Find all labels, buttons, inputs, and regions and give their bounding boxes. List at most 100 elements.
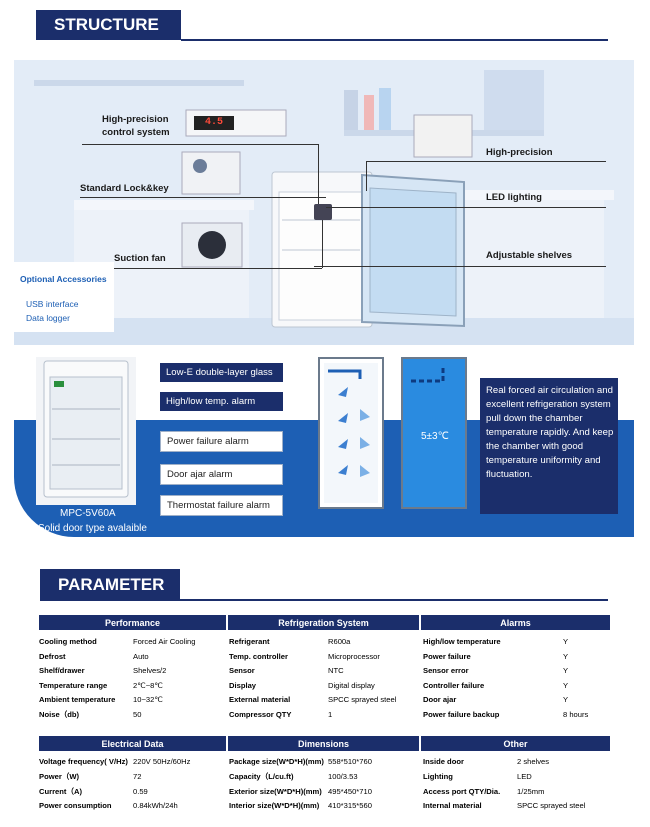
param-key: Temperature range bbox=[39, 680, 108, 690]
callout-line-high-precision bbox=[366, 161, 606, 162]
param-value: 220V 50Hz/60Hz bbox=[133, 756, 191, 766]
header-refrigeration: Refrigeration System bbox=[228, 615, 419, 630]
param-value: 410*315*560 bbox=[328, 800, 372, 810]
structure-title: STRUCTURE bbox=[54, 15, 159, 34]
airflow-arrows-icon bbox=[324, 363, 378, 503]
param-value: Auto bbox=[133, 651, 149, 661]
param-value: Y bbox=[563, 651, 569, 661]
parameter-underline bbox=[180, 599, 608, 601]
optional-logger: Data logger bbox=[26, 313, 70, 323]
param-value: Shelves/2 bbox=[133, 665, 167, 675]
temperature-label: 5±3℃ bbox=[421, 431, 449, 442]
param-key: Sensor error bbox=[423, 665, 469, 675]
table-row: Controller failure Y bbox=[423, 678, 568, 692]
callout-vline-high-precision bbox=[366, 161, 367, 191]
optional-accessories-title: Optional Accessories bbox=[20, 274, 107, 284]
structure-illustration: 4.5 High-precision control system Standa… bbox=[14, 60, 634, 345]
param-value: NTC bbox=[328, 665, 344, 675]
callout-control-system: High-precision control system bbox=[102, 114, 170, 138]
param-value: Y bbox=[563, 636, 569, 646]
param-key: High/low temperature bbox=[423, 636, 501, 646]
param-key: Ambient temperature bbox=[39, 694, 116, 704]
header-dimensions: Dimensions bbox=[228, 736, 419, 751]
param-value: 495*450*710 bbox=[328, 786, 372, 796]
param-key: Defrost bbox=[39, 651, 66, 661]
feature-temp-alarm: High/low temp. alarm bbox=[160, 392, 283, 411]
model-label: MPC-5V60A bbox=[60, 508, 116, 519]
callout-vline-fan bbox=[322, 220, 323, 268]
param-value: Forced Air Cooling bbox=[133, 636, 196, 646]
description-box: Real forced air circulation and excellen… bbox=[480, 378, 618, 514]
table-row: Power failure backup 8 hours bbox=[423, 707, 588, 721]
callout-line-shelves bbox=[314, 266, 606, 267]
airflow-diagram bbox=[318, 357, 384, 509]
table-row: Interior size(W*D*H)(mm) 410*315*560 bbox=[229, 798, 372, 812]
callout-shelves: Adjustable shelves bbox=[486, 250, 573, 261]
param-value: 2 shelves bbox=[517, 756, 550, 766]
param-value: Y bbox=[563, 665, 569, 675]
structure-title-box: STRUCTURE bbox=[36, 10, 181, 40]
param-key: Package size(W*D*H)(mm) bbox=[229, 756, 324, 766]
param-value: 558*510*760 bbox=[328, 756, 372, 766]
param-key: Refrigerant bbox=[229, 636, 270, 646]
param-key: Access port QTY/Dia. bbox=[423, 786, 501, 796]
table-row: Package size(W*D*H)(mm) 558*510*760 bbox=[229, 754, 372, 768]
param-value: 2℃~8℃ bbox=[133, 680, 163, 690]
param-value: Y bbox=[563, 694, 569, 704]
param-key: Noise（db) bbox=[39, 709, 80, 719]
optional-accessories-box: Optional Accessories USB interface Data … bbox=[14, 262, 114, 332]
param-key: Sensor bbox=[229, 665, 255, 675]
param-key: External material bbox=[229, 694, 291, 704]
param-value: 0.59 bbox=[133, 786, 148, 796]
param-key: Lighting bbox=[423, 771, 453, 781]
fridge-front-image bbox=[43, 360, 129, 498]
table-row: Capacity（L/cu.ft)100/3.53 bbox=[229, 769, 358, 783]
parameter-title-box: PARAMETER bbox=[40, 569, 180, 601]
callout-line-led bbox=[326, 207, 606, 208]
parameter-title: PARAMETER bbox=[58, 575, 165, 594]
param-key: Controller failure bbox=[423, 680, 485, 690]
param-key: Shelf/drawer bbox=[39, 665, 85, 675]
param-value: 1/25mm bbox=[517, 786, 545, 796]
product-image-box bbox=[36, 357, 136, 505]
table-row: Temp. controller Microprocessor bbox=[229, 649, 380, 663]
table-row: Exterior size(W*D*H)(mm)495*450*710 bbox=[229, 784, 372, 798]
param-key: Voltage frequency( V/Hz) bbox=[39, 756, 128, 766]
optional-usb: USB interface bbox=[26, 299, 79, 309]
table-row: Sensor NTC bbox=[229, 663, 344, 677]
feature-thermostat: Thermostat failure alarm bbox=[160, 495, 283, 516]
param-key: Power failure backup bbox=[423, 709, 500, 719]
param-value: Y bbox=[563, 680, 569, 690]
param-key: Interior size(W*D*H)(mm) bbox=[229, 800, 320, 810]
param-value: 0.84kWh/24h bbox=[133, 800, 178, 810]
callout-high-precision: High-precision bbox=[486, 147, 553, 158]
header-performance: Performance bbox=[39, 615, 226, 630]
structure-underline bbox=[181, 39, 608, 41]
header-other: Other bbox=[421, 736, 610, 751]
param-value: Microprocessor bbox=[328, 651, 380, 661]
description-text: Real forced air circulation and excellen… bbox=[486, 385, 614, 480]
temp-path-icon bbox=[411, 367, 445, 383]
feature-door-ajar: Door ajar alarm bbox=[160, 464, 283, 485]
param-key: Capacity（L/cu.ft) bbox=[229, 771, 294, 781]
temperature-diagram: 5±3℃ bbox=[401, 357, 467, 509]
param-key: Door ajar bbox=[423, 694, 457, 704]
feature-low-e-glass: Low-E double-layer glass bbox=[160, 363, 283, 382]
param-value: 8 hours bbox=[563, 709, 589, 719]
solid-door-label: Solid door type avalaible bbox=[38, 523, 147, 534]
table-row: Temperature range 2℃~8℃ bbox=[39, 678, 163, 692]
callout-fan: Suction fan bbox=[114, 253, 166, 264]
table-row: High/low temperature Y bbox=[423, 634, 568, 648]
param-key: Temp. controller bbox=[229, 651, 288, 661]
callout-vline-control bbox=[318, 144, 319, 204]
table-row: Power（W)72 bbox=[39, 769, 141, 783]
callout-line-fan bbox=[112, 268, 322, 269]
param-value: SPCC sprayed steel bbox=[517, 800, 586, 810]
